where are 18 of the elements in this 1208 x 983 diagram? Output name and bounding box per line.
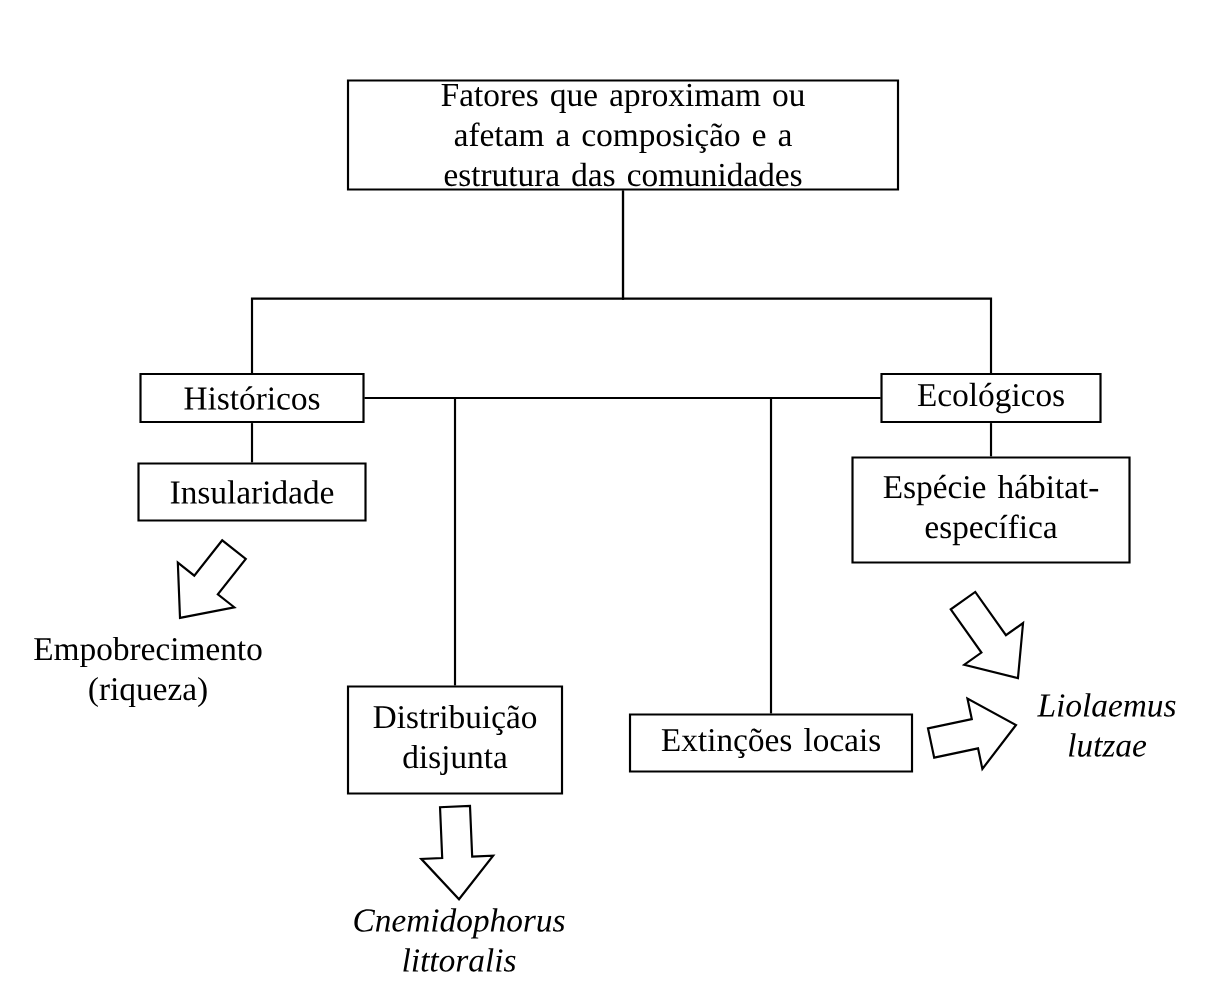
connector-line xyxy=(250,423,254,463)
block-arrow xyxy=(926,696,1018,772)
process-box: Fatores que aproximam ou afetam a composição e a estrutura das comunidades xyxy=(346,79,900,191)
connector-line xyxy=(989,423,993,457)
connector-line xyxy=(621,190,993,373)
connector-line xyxy=(364,396,457,686)
process-box: Espécie hábitat-específica xyxy=(851,456,1131,564)
block-arrow xyxy=(949,590,1025,680)
process-box: Ecológicos xyxy=(880,372,1102,424)
text-label: Cnemidophorus littoralis xyxy=(354,908,565,972)
text-label: Liolaemus lutzae xyxy=(1037,693,1176,757)
text-label: Empobrecimento (riqueza) xyxy=(34,636,262,708)
block-arrow xyxy=(418,804,496,901)
connector-line xyxy=(769,396,881,714)
process-box: Extinções locais xyxy=(628,713,914,773)
process-box: Insularidade xyxy=(137,462,367,522)
process-box: Distribuição disjunta xyxy=(346,685,564,795)
process-box: Históricos xyxy=(139,372,365,424)
